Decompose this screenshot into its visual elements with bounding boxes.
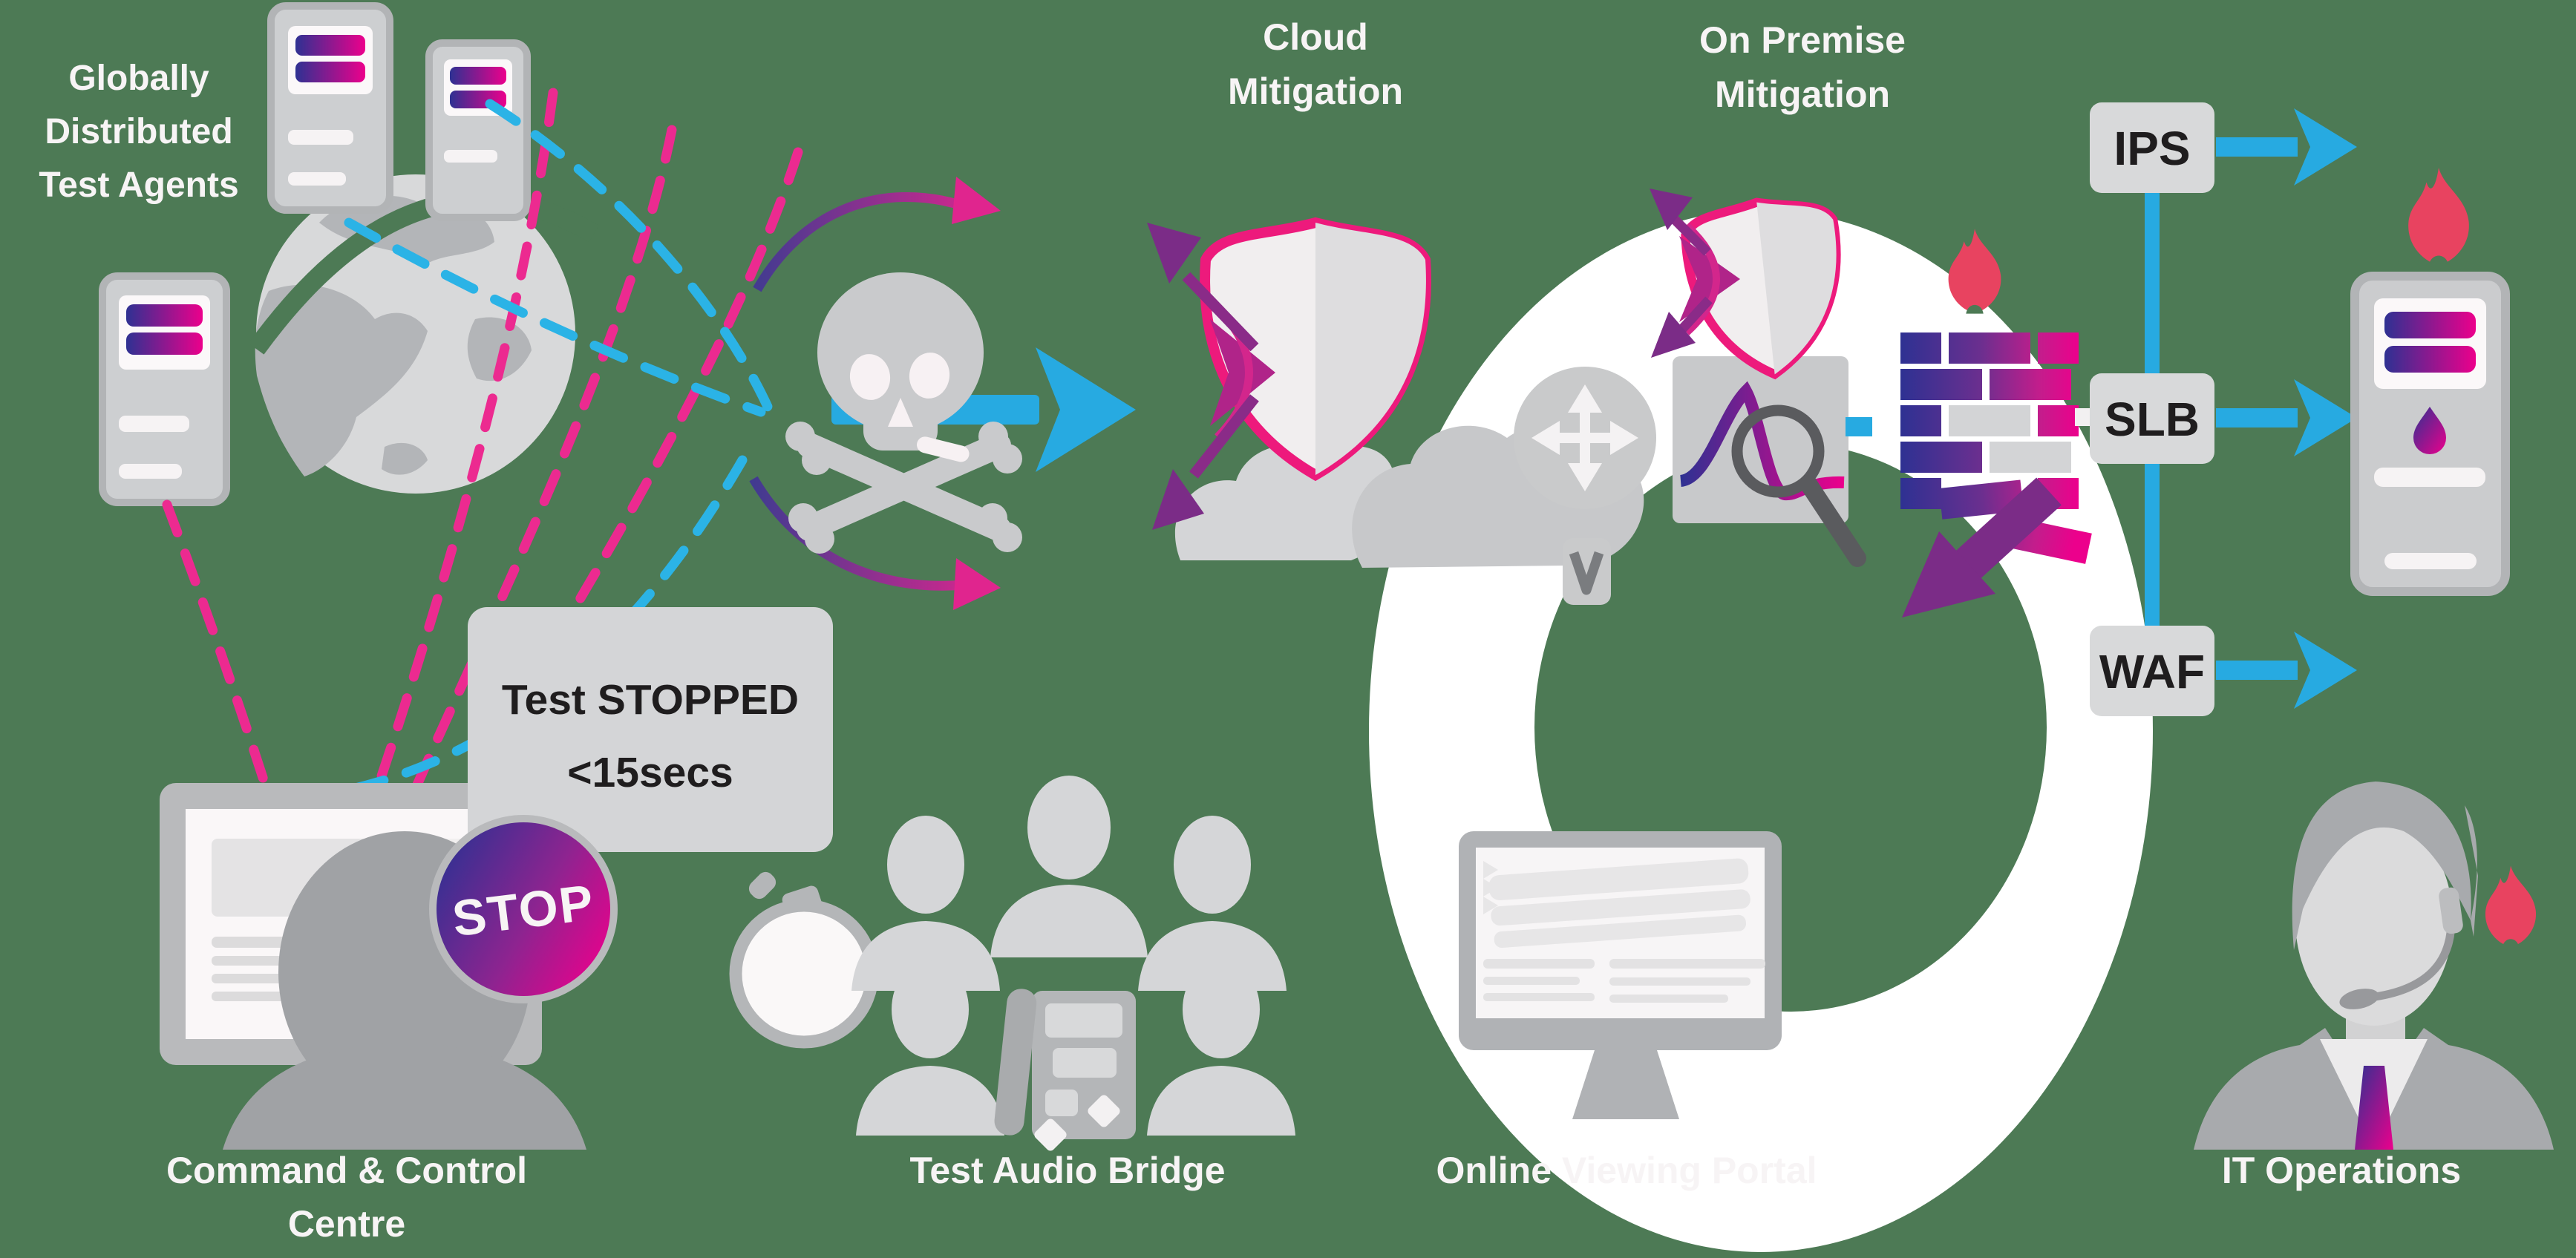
headset-agent-icon — [2194, 782, 2554, 1150]
shield-icon — [1200, 217, 1431, 482]
command-control-line2: Centre — [288, 1203, 405, 1245]
ips-label: IPS — [2114, 122, 2190, 175]
labels: Globally Distributed Test Agents Cloud M… — [39, 16, 2461, 1245]
v-badge-icon — [1563, 538, 1611, 605]
arrowhead-icon — [952, 177, 1001, 224]
analytics-magnifier-icon — [1673, 356, 1866, 567]
callout-line1: Test STOPPED — [502, 676, 799, 724]
stop-sign-icon: STOP — [429, 815, 618, 1003]
deflected-attack-arrows — [1066, 223, 1275, 530]
online-viewing-portal-label: Online Viewing Portal — [1436, 1150, 1817, 1191]
server-icon — [425, 39, 531, 221]
arrow-icon — [2294, 379, 2357, 456]
people-group-icon — [851, 776, 1295, 1136]
tie — [2355, 1066, 2393, 1150]
on-premise-line2: Mitigation — [1715, 73, 1890, 115]
waf-label: WAF — [2099, 645, 2205, 698]
arrow-icon — [2294, 632, 2357, 709]
test-agents-line1: Globally — [68, 59, 209, 98]
connector-line — [2145, 462, 2160, 627]
monitor-icon — [1459, 831, 1782, 1119]
connector-line — [2145, 191, 2160, 376]
bypass-arrows — [749, 177, 1001, 610]
arrowhead-icon — [953, 558, 1001, 610]
command-control-line1: Command & Control — [166, 1150, 527, 1191]
slb-box: SLB — [2090, 373, 2357, 464]
test-agents-line2: Distributed — [45, 112, 232, 151]
ips-box: IPS — [2090, 102, 2357, 193]
on-premise-line1: On Premise — [1699, 19, 1906, 61]
it-operations-label: IT Operations — [2222, 1150, 2461, 1191]
skull-crossbones-icon — [785, 272, 1022, 554]
server-icon — [267, 2, 393, 214]
arrow-icon — [2294, 108, 2357, 186]
orbit-arc — [248, 190, 599, 355]
cloud-mitigation-line1: Cloud — [1263, 16, 1368, 58]
slb-label: SLB — [2105, 393, 2200, 446]
test-agents-line3: Test Agents — [39, 166, 238, 205]
router-icon — [1514, 367, 1656, 509]
droplet-icon — [2413, 407, 2446, 454]
deflected-attack-arrows — [1609, 189, 1740, 358]
breach-arrow — [1955, 477, 2062, 580]
callout-line2: <15secs — [567, 749, 733, 796]
cloud-mitigation-line2: Mitigation — [1228, 71, 1403, 112]
operator-icon — [223, 831, 586, 1150]
conference-phone-icon — [994, 989, 1136, 1151]
server-icon — [99, 272, 230, 506]
server-icon — [2350, 272, 2510, 596]
test-audio-bridge-label: Test Audio Bridge — [910, 1150, 1226, 1191]
waf-box: WAF — [2090, 626, 2357, 716]
link-connector — [1846, 417, 1872, 436]
firewall-icon — [1900, 332, 2092, 617]
